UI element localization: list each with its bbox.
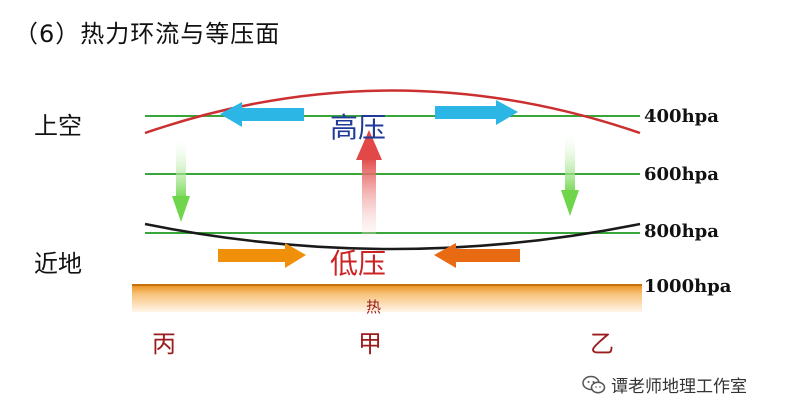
- label-near-ground: 近地: [34, 250, 82, 278]
- heat-label: 热: [366, 298, 382, 316]
- ascending-arrow-center: [356, 130, 382, 244]
- descending-arrow-right: [561, 134, 579, 216]
- label-upper-air: 上空: [34, 112, 82, 140]
- lower-isobaric-surface: [144, 222, 641, 251]
- place-yi: 乙: [590, 330, 614, 358]
- isobar-label-600: 600hpa: [644, 164, 719, 185]
- descending-arrow-left: [172, 140, 190, 222]
- place-jia: 甲: [358, 330, 382, 358]
- upper-left-arrow: [220, 102, 304, 127]
- isobar-label-400: 400hpa: [644, 106, 719, 127]
- watermark: 谭老师地理工作室: [582, 372, 747, 397]
- page-title: （6）热力环流与等压面: [14, 20, 281, 48]
- place-bing: 丙: [152, 330, 176, 358]
- upper-isobaric-surface: [144, 89, 641, 135]
- high-pressure-label: 高压: [330, 111, 387, 144]
- lower-right-arrow: [218, 243, 306, 268]
- ground-surface: [132, 284, 642, 312]
- low-pressure-label: 低压: [330, 247, 387, 280]
- watermark-text: 谭老师地理工作室: [611, 377, 747, 397]
- upper-right-arrow: [435, 100, 518, 125]
- lower-left-arrow: [434, 243, 520, 268]
- wechat-icon: [582, 375, 606, 393]
- isobar-label-800: 800hpa: [644, 221, 719, 242]
- isobar-label-1000: 1000hpa: [644, 276, 732, 297]
